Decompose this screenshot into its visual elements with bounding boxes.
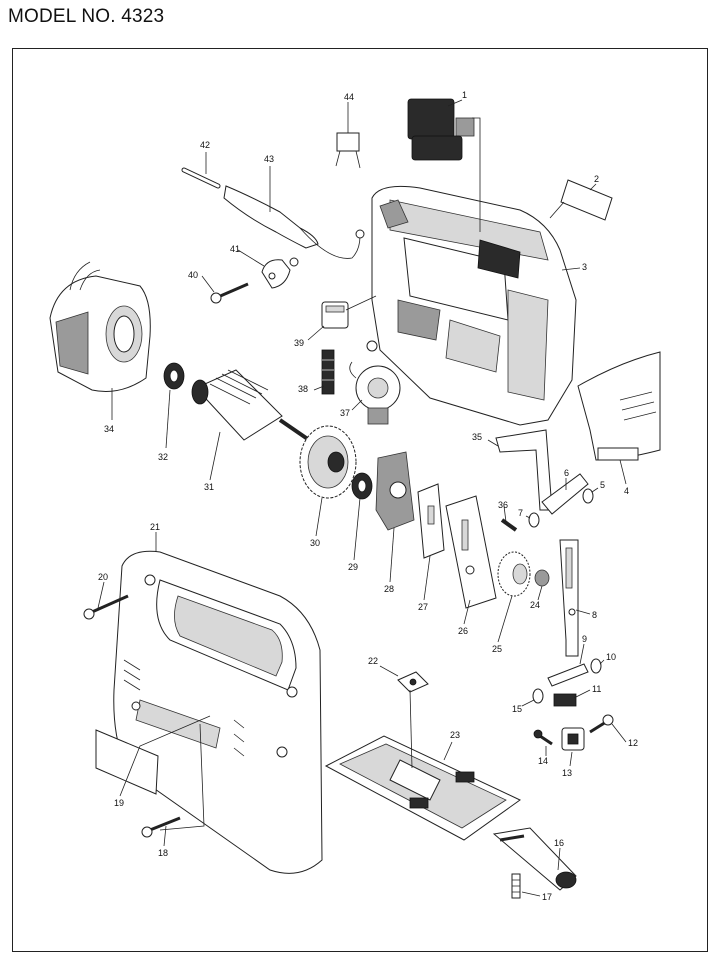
- part-label-19: 19: [114, 798, 124, 808]
- part-10-drawing: [590, 658, 602, 674]
- part-label-39: 39: [294, 338, 304, 348]
- part-label-17: 17: [542, 892, 552, 902]
- part-41-drawing: [261, 257, 299, 289]
- part-label-41: 41: [230, 244, 240, 254]
- part-label-12: 12: [628, 738, 638, 748]
- part-2-drawing: [560, 179, 613, 221]
- part-12-drawing: [589, 714, 614, 734]
- part-18-drawing: [141, 816, 181, 838]
- part-label-14: 14: [538, 756, 548, 766]
- part-6-drawing: [541, 473, 589, 515]
- part-label-31: 31: [204, 482, 214, 492]
- part-label-24: 24: [530, 600, 540, 610]
- part-3-drawing: [366, 185, 577, 426]
- part-label-10: 10: [606, 652, 616, 662]
- part-43-drawing: [223, 185, 365, 259]
- part-label-28: 28: [384, 584, 394, 594]
- part-label-20: 20: [98, 572, 108, 582]
- part-label-8: 8: [592, 610, 597, 620]
- part-15-drawing: [532, 688, 544, 704]
- part-31-drawing: [191, 369, 314, 444]
- part-42-drawing: [181, 167, 221, 189]
- page-title: MODEL NO. 4323: [8, 6, 165, 27]
- part-14-drawing: [533, 729, 553, 746]
- part-30-drawing: [299, 425, 357, 499]
- part-9-drawing: [547, 663, 589, 687]
- part-label-21: 21: [150, 522, 160, 532]
- part-label-7: 7: [518, 508, 523, 518]
- part-32-drawing: [163, 362, 185, 390]
- part-label-44: 44: [344, 92, 354, 102]
- part-label-23: 23: [450, 730, 460, 740]
- part-label-42: 42: [200, 140, 210, 150]
- part-label-32: 32: [158, 452, 168, 462]
- part-label-11: 11: [592, 684, 601, 694]
- part-label-5: 5: [600, 480, 605, 490]
- part-label-18: 18: [158, 848, 168, 858]
- part-19-drawing: [95, 729, 159, 795]
- part-8-drawing: [559, 539, 579, 657]
- part-39-drawing: [321, 301, 349, 329]
- part-34-drawing: [49, 261, 151, 392]
- part-label-16: 16: [554, 838, 564, 848]
- part-37-drawing: [349, 361, 401, 425]
- part-13-drawing: [561, 727, 585, 751]
- part-24-drawing: [534, 569, 550, 587]
- part-label-27: 27: [418, 602, 428, 612]
- part-label-4: 4: [624, 486, 629, 496]
- part-16-drawing: [492, 827, 577, 891]
- part-29-drawing: [351, 472, 373, 500]
- part-label-9: 9: [582, 634, 587, 644]
- part-25-drawing: [497, 551, 531, 597]
- part-label-35: 35: [472, 432, 482, 442]
- diagram-frame: [12, 48, 708, 952]
- leader-lines: [97, 99, 627, 897]
- part-label-34: 34: [104, 424, 114, 434]
- part-1-drawing: [407, 98, 475, 161]
- part-23-drawing: [324, 735, 521, 841]
- part-label-15: 15: [512, 704, 522, 714]
- part-7-drawing: [528, 512, 540, 528]
- part-label-26: 26: [458, 626, 468, 636]
- part-label-3: 3: [582, 262, 587, 272]
- part-label-22: 22: [368, 656, 378, 666]
- part-label-1: 1: [462, 90, 467, 100]
- part-label-36: 36: [498, 500, 508, 510]
- part-22-drawing: [397, 671, 429, 693]
- part-label-38: 38: [298, 384, 308, 394]
- part-38-drawing: [321, 349, 335, 395]
- part-number-labels: 44 1 2 3 4 5 6 7 8 9 10 11 12 13 14 15 1…: [98, 90, 638, 902]
- part-21-drawing: [113, 550, 323, 874]
- part-label-43: 43: [264, 154, 274, 164]
- part-4-drawing: [577, 351, 661, 461]
- part-label-2: 2: [594, 174, 599, 184]
- part-35-drawing: [495, 429, 553, 511]
- part-28-drawing: [375, 451, 415, 531]
- part-36-drawing: [500, 518, 518, 532]
- part-label-30: 30: [310, 538, 320, 548]
- part-label-6: 6: [564, 468, 569, 478]
- part-5-drawing: [582, 488, 594, 504]
- part-44-drawing: [335, 132, 361, 169]
- part-label-40: 40: [188, 270, 198, 280]
- part-label-13: 13: [562, 768, 572, 778]
- part-label-25: 25: [492, 644, 502, 654]
- part-26-drawing: [445, 495, 497, 609]
- part-20-drawing: [83, 594, 129, 620]
- part-27-drawing: [417, 483, 445, 559]
- part-label-29: 29: [348, 562, 358, 572]
- part-40-drawing: [210, 282, 249, 304]
- part-17-drawing: [511, 873, 521, 899]
- part-label-37: 37: [340, 408, 350, 418]
- part-11-drawing: [553, 693, 577, 707]
